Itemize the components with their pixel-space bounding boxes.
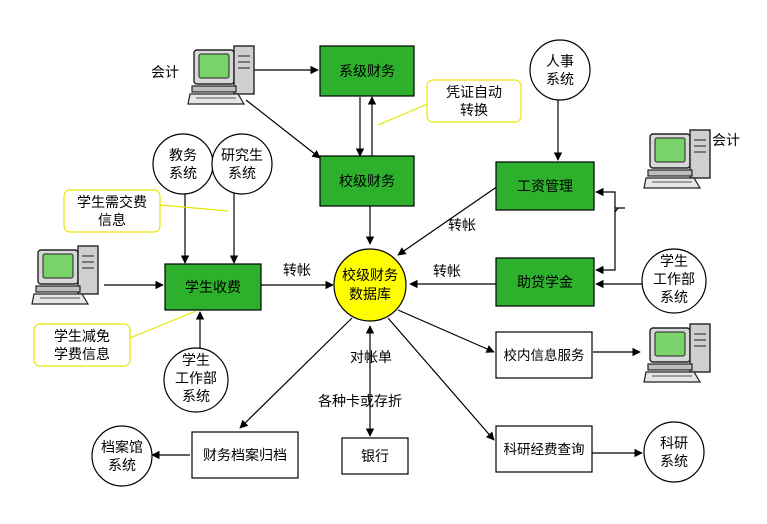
sa-left-line3: 系统	[182, 389, 210, 405]
system-graduate: 研究生 系统	[211, 133, 273, 195]
arrow-payroll-db	[397, 185, 499, 256]
system-academic: 教务 系统	[152, 133, 214, 195]
sa-left-line1: 学生	[182, 353, 210, 369]
central-database: 校级财务 数据库	[333, 248, 407, 322]
fees-due-line1: 学生需交费	[77, 194, 147, 211]
computer-icon	[643, 323, 711, 383]
system-student-affairs-left: 学生 工作部 系统	[163, 347, 229, 413]
hr-line2: 系统	[546, 72, 574, 88]
arrow-db-archive	[239, 317, 353, 429]
voucher-line1: 凭证自动	[446, 85, 502, 101]
academic-line1: 教务	[169, 148, 197, 164]
label-accountant-top: 会计	[151, 65, 179, 81]
voucher-line2: 转换	[460, 102, 488, 119]
connectors	[104, 65, 645, 460]
callout-leader-fees-due	[159, 204, 229, 212]
label-transfer-payroll: 转帐	[448, 218, 476, 234]
label-campus-info: 校内信息服务	[504, 347, 585, 364]
box-bank: 银行	[341, 437, 409, 475]
academic-line2: 系统	[169, 166, 197, 182]
label-transfer-loan: 转帐	[433, 264, 461, 280]
archives-line2: 系统	[108, 458, 136, 474]
label-statement: 对帐单	[350, 350, 392, 366]
label-research-query: 科研经费查询	[504, 442, 585, 458]
label-cards: 各种卡或存折	[318, 394, 402, 410]
graduate-line1: 研究生	[221, 148, 263, 164]
process-school-finance: 校级财务	[319, 155, 415, 207]
research-line2: 系统	[660, 454, 688, 470]
sa-right-line3: 系统	[660, 290, 688, 306]
system-research: 科研 系统	[643, 421, 705, 483]
sa-right-line2: 工作部	[653, 272, 695, 288]
label-payroll: 工资管理	[517, 179, 573, 195]
label-archive: 财务档案归档	[203, 447, 287, 464]
db-label-line2: 数据库	[349, 287, 391, 303]
label-school-finance: 校级财务	[339, 173, 395, 190]
system-hr: 人事 系统	[529, 39, 591, 101]
computer-icon	[187, 45, 255, 105]
callout-leader-voucher	[377, 102, 431, 126]
process-loan-aid: 助贷学金	[495, 257, 595, 307]
callout-fees-due: 学生需交费 信息	[63, 189, 161, 233]
callout-voucher: 凭证自动 转换	[426, 79, 522, 123]
graduate-line2: 系统	[228, 166, 256, 182]
label-transfer-left: 转帐	[283, 263, 311, 279]
sa-left-line2: 工作部	[175, 371, 217, 387]
fee-reduction-line2: 学费信息	[54, 346, 110, 363]
fee-reduction-line1: 学生减免	[54, 329, 110, 345]
process-payroll: 工资管理	[495, 161, 595, 211]
arrow-db-campus	[397, 309, 495, 353]
box-research-query: 科研经费查询	[495, 425, 593, 473]
arrow-db-research	[387, 317, 495, 441]
hr-line1: 人事	[546, 54, 574, 70]
callout-fee-reduction: 学生减免 学费信息	[33, 323, 131, 367]
fees-due-line2: 信息	[98, 212, 126, 229]
label-bank: 银行	[361, 449, 389, 465]
label-dept-finance: 系级财务	[339, 64, 395, 80]
box-archive: 财务档案归档	[191, 431, 299, 479]
computer-icon	[31, 245, 99, 305]
label-accountant-right: 会计	[712, 133, 740, 149]
label-student-fees: 学生收费	[185, 280, 241, 296]
label-loan-aid: 助贷学金	[517, 275, 573, 291]
computer-icon	[643, 129, 711, 189]
archives-line1: 档案馆	[101, 439, 143, 456]
box-campus-info: 校内信息服务	[495, 331, 593, 379]
db-label-line1: 校级财务	[342, 267, 398, 284]
arrow-accountant-school	[245, 99, 321, 159]
sa-right-line1: 学生	[660, 254, 688, 270]
process-student-fees: 学生收费	[164, 263, 262, 311]
arrow-accountant-loan	[595, 208, 616, 275]
system-student-affairs-right: 学生 工作部 系统	[641, 248, 707, 314]
process-dept-finance: 系级财务	[319, 45, 415, 97]
callout-leader-fee-reduction	[129, 310, 197, 339]
research-line1: 科研	[660, 436, 688, 452]
system-archives: 档案馆 系统	[91, 425, 153, 487]
arrow-accountant-payroll	[595, 187, 625, 209]
